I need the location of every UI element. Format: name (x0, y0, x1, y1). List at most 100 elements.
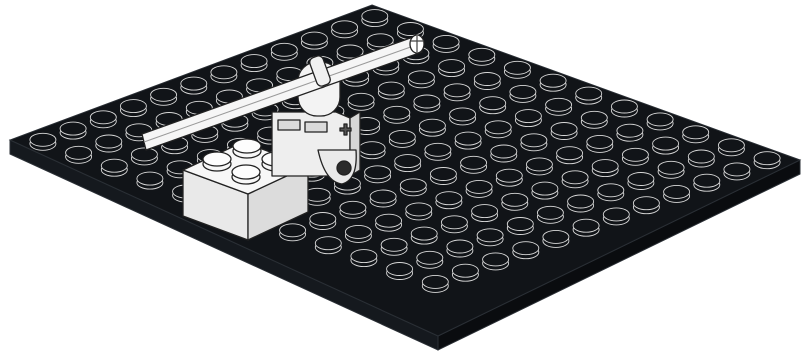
baseplate-stud (628, 173, 654, 186)
baseplate-stud (90, 111, 116, 124)
baseplate-stud (502, 193, 528, 206)
baseplate-stud (408, 71, 434, 84)
baseplate-stud (581, 111, 607, 124)
baseplate-stud (280, 224, 306, 237)
baseplate-stud (370, 190, 396, 203)
baseplate-stud (332, 21, 358, 34)
baseplate-stud (447, 240, 473, 253)
baseplate-stud (477, 229, 503, 242)
baseplate-stud (573, 219, 599, 232)
baseplate-stud (389, 130, 415, 143)
baseplate-stud (444, 84, 470, 97)
baseplate-stud (137, 172, 163, 185)
baseplate-stud (310, 213, 336, 226)
baseplate-stud (658, 161, 684, 174)
baseplate-stud (469, 48, 495, 61)
baseplate-stud (381, 238, 407, 251)
baseplate-stud (365, 166, 391, 179)
baseplate-stud (211, 66, 237, 79)
baseplate-stud (515, 110, 541, 123)
baseplate-stud (504, 61, 530, 74)
baseplate-stud (461, 156, 487, 169)
baseplate-stud (436, 192, 462, 205)
baseplate-stud (587, 135, 613, 148)
baseplate-stud (724, 163, 750, 176)
baseplate-stud (496, 169, 522, 182)
baseplate-stud (611, 100, 637, 113)
baseplate-stud (540, 74, 566, 87)
baseplate-stud (362, 10, 388, 23)
baseplate-stud (452, 264, 478, 277)
baseplate-stud (414, 95, 440, 108)
connector-slot-1 (278, 120, 300, 130)
baseplate-stud (474, 73, 500, 86)
baseplate-stud (576, 87, 602, 100)
baseplate-stud (351, 250, 377, 263)
baseplate-stud (466, 180, 492, 193)
baseplate-stud (633, 197, 659, 210)
baseplate-stud (543, 230, 569, 243)
baseplate-stud (433, 35, 459, 48)
baseplate-stud (472, 205, 498, 218)
baseplate-stud (359, 142, 385, 155)
baseplate-stud (400, 179, 426, 192)
baseplate-stud (455, 132, 481, 145)
baseplate-stud (546, 98, 572, 111)
baseplate-stud (647, 113, 673, 126)
baseplate-stud (66, 146, 92, 159)
baseplate-stud (526, 158, 552, 171)
baseplate-stud (419, 119, 445, 132)
baseplate-stud (406, 203, 432, 216)
baseplate-stud (315, 237, 341, 250)
baseplate-stud (430, 168, 456, 181)
baseplate-stud (480, 97, 506, 110)
baseplate-stud (551, 123, 577, 136)
baseplate-stud (617, 124, 643, 137)
connector-slot-2 (305, 122, 327, 132)
baseplate-stud (271, 43, 297, 56)
baseplate-stud (120, 100, 146, 113)
baseplate-stud (683, 126, 709, 139)
baseplate-stud (718, 139, 744, 152)
baseplate-stud (181, 77, 207, 90)
baseplate-stud (60, 122, 86, 135)
baseplate-stud (592, 160, 618, 173)
baseplate-stud (537, 206, 563, 219)
baseplate-stud (348, 93, 374, 106)
baseplate-stud (694, 174, 720, 187)
baseplate-stud (340, 201, 366, 214)
baseplate-stud (384, 106, 410, 119)
baseplate-stud (653, 137, 679, 150)
baseplate-stud (425, 143, 451, 156)
baseplate-stud (422, 275, 448, 288)
baseplate-stud (754, 152, 780, 165)
baseplate-stud (664, 185, 690, 198)
baseplate-stud (151, 88, 177, 101)
baseplate-stud (521, 134, 547, 147)
baseplate-stud (688, 150, 714, 163)
baseplate-stud (395, 155, 421, 168)
baseplate-stud (568, 195, 594, 208)
baseplate-stud (513, 242, 539, 255)
baseplate-stud (622, 148, 648, 161)
baseplate-stud (441, 216, 467, 229)
baseplate-stud (241, 55, 267, 68)
baseplate-stud (387, 263, 413, 276)
baseplate-stud (532, 182, 558, 195)
baseplate-stud (485, 121, 511, 134)
baseplate-stud (557, 147, 583, 160)
baseplate-stud (96, 135, 122, 148)
connector-pin-hole (337, 161, 351, 175)
baseplate-stud (378, 82, 404, 95)
baseplate-stud (439, 60, 465, 73)
baseplate-stud (507, 218, 533, 231)
baseplate-stud (131, 148, 157, 161)
baseplate-stud (483, 253, 509, 266)
baseplate-stud (417, 251, 443, 264)
baseplate-stud (101, 159, 127, 172)
baseplate-stud (598, 184, 624, 197)
baseplate-stud (345, 225, 371, 238)
baseplate-stud (491, 145, 517, 158)
baseplate-stud (301, 32, 327, 45)
baseplate-stud (376, 214, 402, 227)
